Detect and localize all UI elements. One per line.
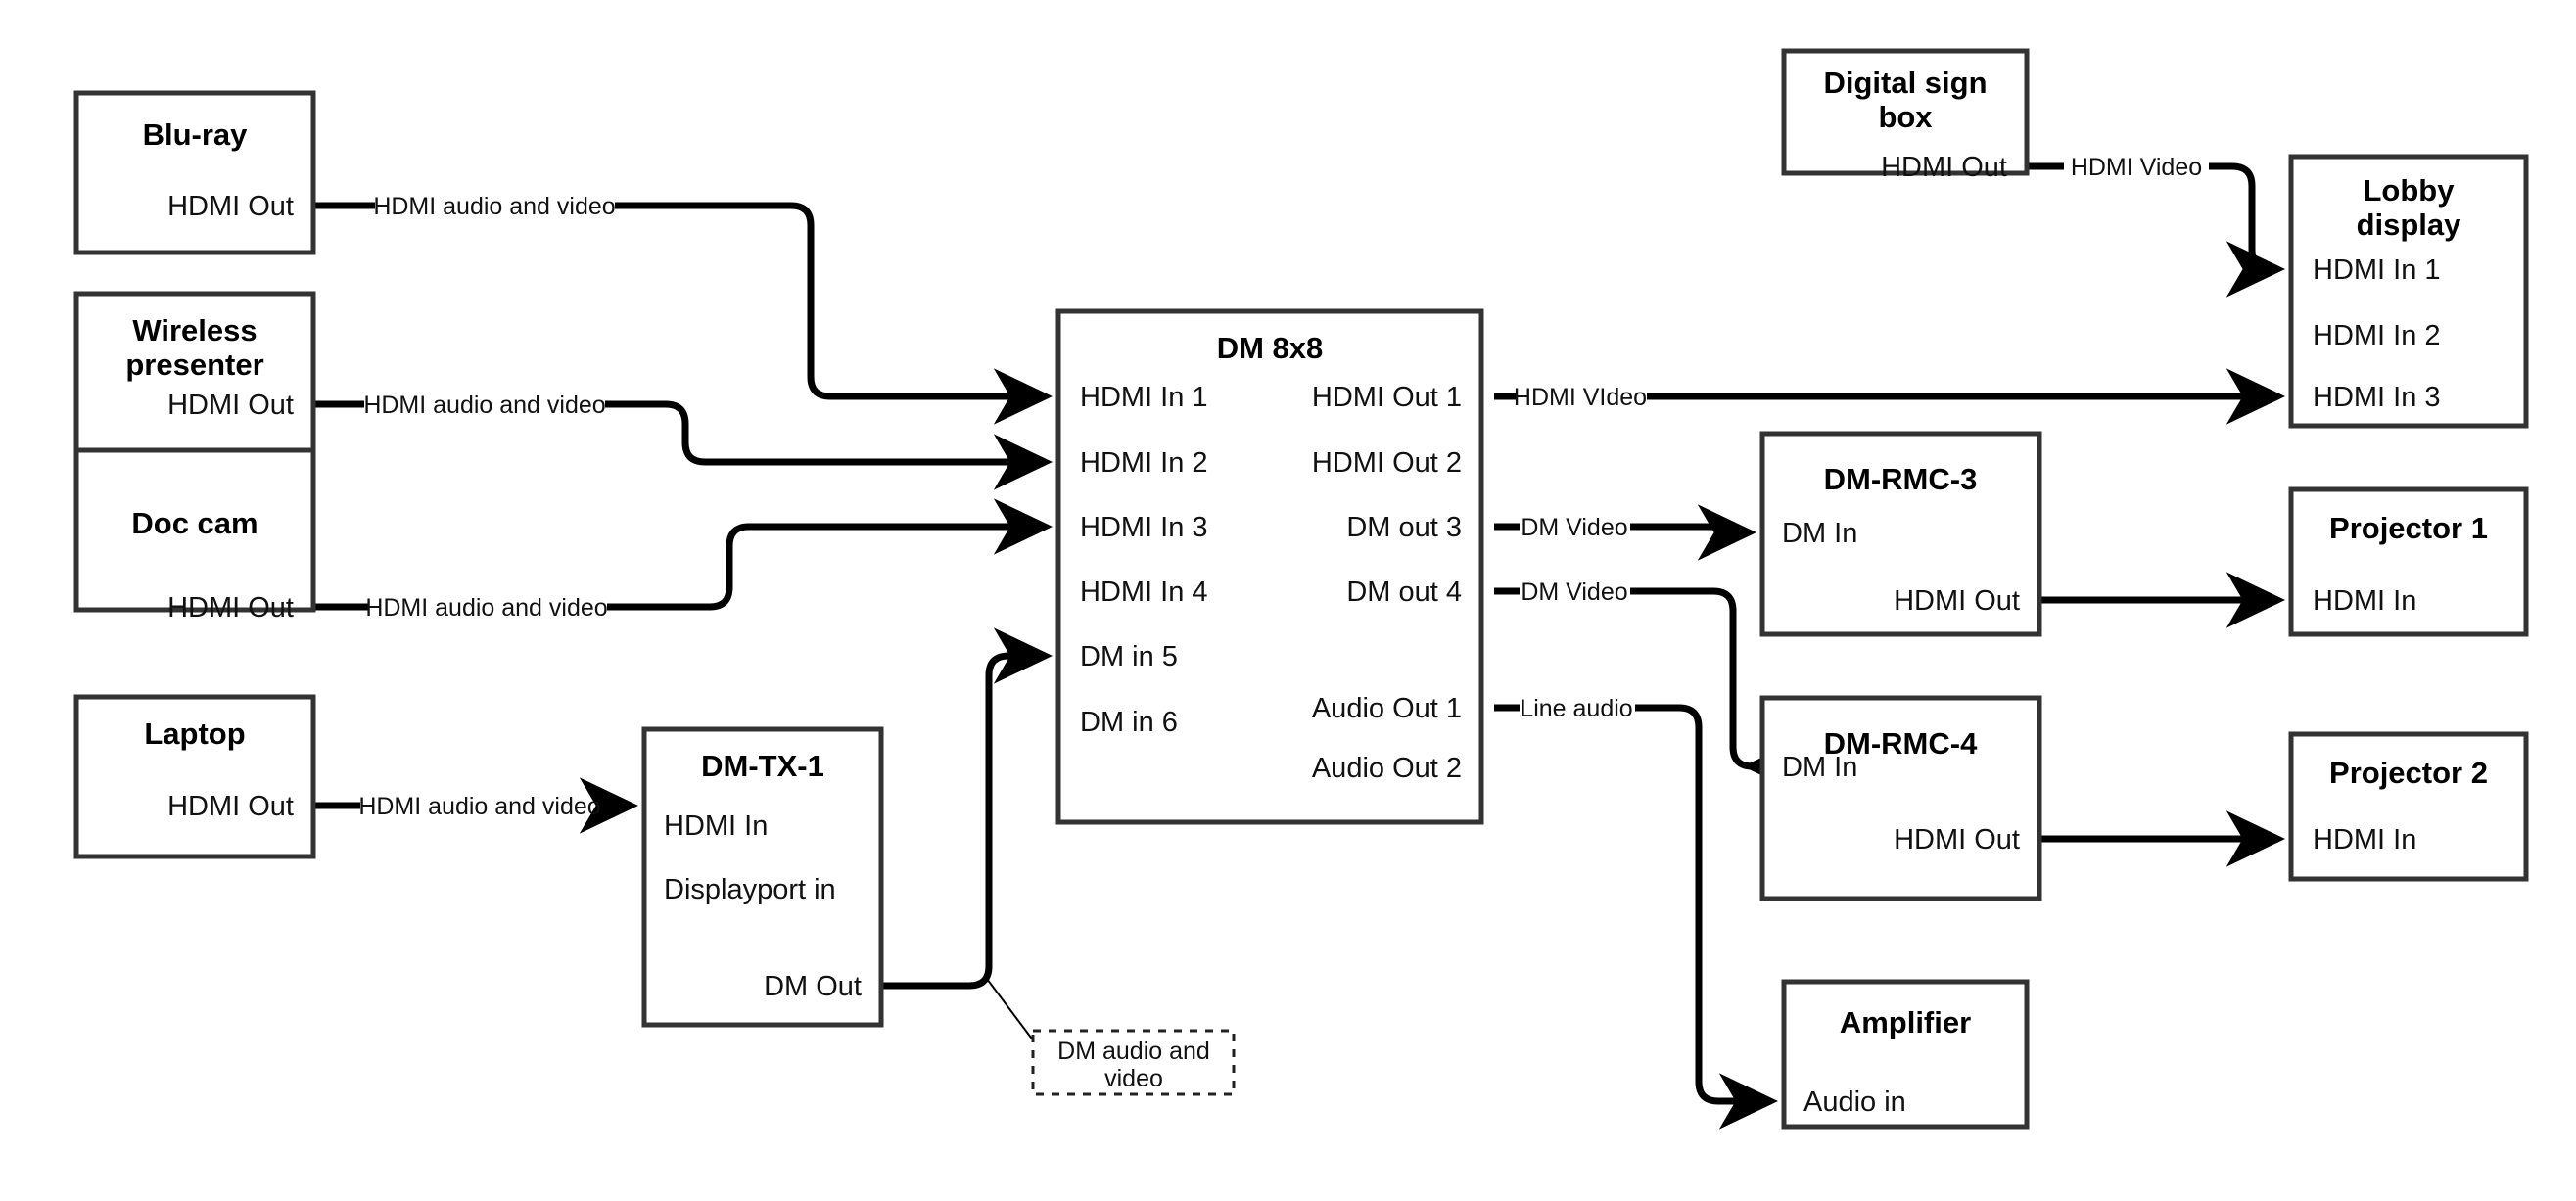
edge-label-hdmi-video-sign: HDMI Video xyxy=(2071,154,2202,181)
port-rmc3-hdmi-out[interactable]: HDMI Out xyxy=(1894,585,2020,617)
edge-label-line-audio: Line audio xyxy=(1520,695,1632,722)
wire-wireless-to-hdmi-in2 xyxy=(313,400,1046,462)
port-doccam-hdmi-out[interactable]: HDMI Out xyxy=(167,592,294,624)
node-lobby-display-box[interactable] xyxy=(2288,154,2529,429)
node-digital-sign-box-title-line1: Digital sign xyxy=(1823,66,1987,100)
node-lobby-display-title-line1: Lobby xyxy=(2364,173,2456,208)
node-doc-cam-box[interactable] xyxy=(73,447,316,613)
node-dm-tx-1-box[interactable] xyxy=(641,726,884,1028)
node-projector-2-title: Projector 2 xyxy=(2329,756,2488,790)
port-dmtx-displayport-in[interactable]: Displayport in xyxy=(664,874,836,905)
node-amplifier-title: Amplifier xyxy=(1840,1005,1971,1039)
node-dm-8x8[interactable]: DM 8x8 HDMI In 1 HDMI In 2 HDMI In 3 HDM… xyxy=(1055,308,1484,825)
port-wireless-hdmi-out[interactable]: HDMI Out xyxy=(167,390,294,421)
node-dm-rmc-3-title: DM-RMC-3 xyxy=(1824,462,1978,496)
edge-label-bluray: HDMI audio and video xyxy=(373,193,615,220)
edge-label-dm-video-3: DM Video xyxy=(1521,514,1627,541)
port-lobby-hdmi-in-2[interactable]: HDMI In 2 xyxy=(2313,320,2441,351)
node-projector-1-box[interactable] xyxy=(2288,486,2529,637)
port-dm8x8-hdmi-in-3[interactable]: HDMI In 3 xyxy=(1080,512,1208,543)
node-amplifier[interactable]: Amplifier Audio in xyxy=(1781,979,2030,1130)
port-laptop-hdmi-out[interactable]: HDMI Out xyxy=(167,791,294,822)
node-dm-rmc-3[interactable]: DM-RMC-3 DM In HDMI Out xyxy=(1759,431,2042,637)
port-dm8x8-hdmi-out-2[interactable]: HDMI Out 2 xyxy=(1312,447,1462,479)
port-dm8x8-dm-in-6[interactable]: DM in 6 xyxy=(1080,707,1178,738)
callout-dm-note-box xyxy=(1031,1029,1236,1096)
port-rmc4-hdmi-out[interactable]: HDMI Out xyxy=(1894,824,2020,855)
node-projector-2[interactable]: Projector 2 HDMI In xyxy=(2288,731,2529,882)
port-dmtx-dm-out[interactable]: DM Out xyxy=(764,971,862,1002)
port-lobby-hdmi-in-1[interactable]: HDMI In 1 xyxy=(2313,254,2441,286)
edge-label-hdmi-video-out1: HDMI VIdeo xyxy=(1514,384,1647,411)
node-bluray-title: Blu-ray xyxy=(143,117,249,152)
node-bluray-box[interactable] xyxy=(73,90,316,255)
node-laptop-title: Laptop xyxy=(144,716,245,751)
node-doc-cam[interactable]: Doc cam HDMI Out xyxy=(73,447,316,624)
wire-signbox-to-lobby-hdmi-in1 xyxy=(2027,162,2278,269)
edge-label-laptop: HDMI audio and video xyxy=(358,793,600,820)
node-amplifier-box[interactable] xyxy=(1781,979,2030,1130)
port-dm8x8-hdmi-in-4[interactable]: HDMI In 4 xyxy=(1080,577,1208,608)
wire-audio-out1-to-amplifier xyxy=(1494,704,1771,1101)
port-dm8x8-audio-out-2[interactable]: Audio Out 2 xyxy=(1312,753,1462,784)
node-wireless-presenter[interactable]: Wireless presenter HDMI Out xyxy=(73,291,316,456)
node-doc-cam-title: Doc cam xyxy=(131,506,258,540)
port-bluray-hdmi-out[interactable]: HDMI Out xyxy=(167,191,294,222)
port-dm8x8-audio-out-1[interactable]: Audio Out 1 xyxy=(1312,693,1462,724)
node-wireless-presenter-title-line1: Wireless xyxy=(132,313,257,347)
wire-doccam-to-hdmi-in3 xyxy=(313,527,1046,611)
node-digital-sign-box[interactable]: Digital sign box HDMI Out xyxy=(1781,48,2030,183)
node-dm-tx-1[interactable]: DM-TX-1 HDMI In Displayport in DM Out xyxy=(641,726,884,1028)
node-dm-8x8-box[interactable] xyxy=(1055,308,1484,825)
port-dm8x8-hdmi-in-1[interactable]: HDMI In 1 xyxy=(1080,382,1208,413)
wire-dm-out3-to-rmc3 xyxy=(1494,527,1750,536)
node-laptop[interactable]: Laptop HDMI Out xyxy=(73,694,316,859)
port-projector2-hdmi-in[interactable]: HDMI In xyxy=(2313,824,2416,855)
node-lobby-display[interactable]: Lobby display HDMI In 1 HDMI In 2 HDMI I… xyxy=(2288,154,2529,429)
port-dm8x8-dm-out-3[interactable]: DM out 3 xyxy=(1346,512,1462,543)
node-dm-rmc-4-title: DM-RMC-4 xyxy=(1824,726,1978,761)
node-digital-sign-box-box[interactable] xyxy=(1781,48,2030,176)
port-rmc3-dm-in[interactable]: DM In xyxy=(1782,518,1857,549)
node-lobby-display-title-line2: display xyxy=(2357,208,2462,242)
node-dm-rmc-4[interactable]: DM-RMC-4 DM In HDMI Out xyxy=(1759,695,2042,901)
port-dm8x8-dm-out-4[interactable]: DM out 4 xyxy=(1346,577,1462,608)
node-wireless-presenter-title-line2: presenter xyxy=(125,347,263,382)
callout-dm-note-line1: DM audio and xyxy=(1057,1038,1210,1065)
port-signbox-hdmi-out[interactable]: HDMI Out xyxy=(1881,152,2007,183)
node-dm-rmc-4-box[interactable] xyxy=(1759,695,2042,901)
port-dm8x8-dm-in-5[interactable]: DM in 5 xyxy=(1080,641,1178,672)
node-dm-tx-1-title: DM-TX-1 xyxy=(701,749,824,783)
port-dm8x8-hdmi-in-2[interactable]: HDMI In 2 xyxy=(1080,447,1208,479)
wire-bluray-to-hdmi-in1 xyxy=(313,202,1046,396)
node-laptop-box[interactable] xyxy=(73,694,316,859)
leader-line-dm-note xyxy=(986,978,1041,1050)
port-rmc4-dm-in[interactable]: DM In xyxy=(1782,752,1857,783)
node-digital-sign-box-title-line2: box xyxy=(1878,100,1933,134)
wire-dmtx-to-dm-in5 xyxy=(881,627,1054,990)
port-dm8x8-hdmi-out-1[interactable]: HDMI Out 1 xyxy=(1312,382,1462,413)
node-dm-rmc-3-box[interactable] xyxy=(1759,431,2042,637)
node-dm-8x8-title: DM 8x8 xyxy=(1217,331,1324,365)
edge-label-dm-video-4: DM Video xyxy=(1521,578,1627,606)
callout-dm-audio-and-video: DM audio and video xyxy=(1031,1029,1236,1096)
node-projector-1[interactable]: Projector 1 HDMI In xyxy=(2288,486,2529,637)
node-bluray[interactable]: Blu-ray HDMI Out xyxy=(73,90,316,255)
node-projector-1-title: Projector 1 xyxy=(2329,511,2488,545)
wire-layer xyxy=(313,162,2278,1101)
port-amplifier-audio-in[interactable]: Audio in xyxy=(1803,1086,1906,1118)
edge-label-layer: HDMI audio and video HDMI audio and vide… xyxy=(358,154,2202,820)
edge-label-doccam: HDMI audio and video xyxy=(365,594,607,622)
wire-dm-out4-to-rmc4 xyxy=(1494,587,1753,766)
node-projector-2-box[interactable] xyxy=(2288,731,2529,882)
edge-label-wireless: HDMI audio and video xyxy=(363,392,605,419)
port-lobby-hdmi-in-3[interactable]: HDMI In 3 xyxy=(2313,382,2441,413)
port-projector1-hdmi-in[interactable]: HDMI In xyxy=(2313,585,2416,617)
callout-dm-note-line2: video xyxy=(1104,1065,1163,1092)
port-dmtx-hdmi-in[interactable]: HDMI In xyxy=(664,810,768,842)
